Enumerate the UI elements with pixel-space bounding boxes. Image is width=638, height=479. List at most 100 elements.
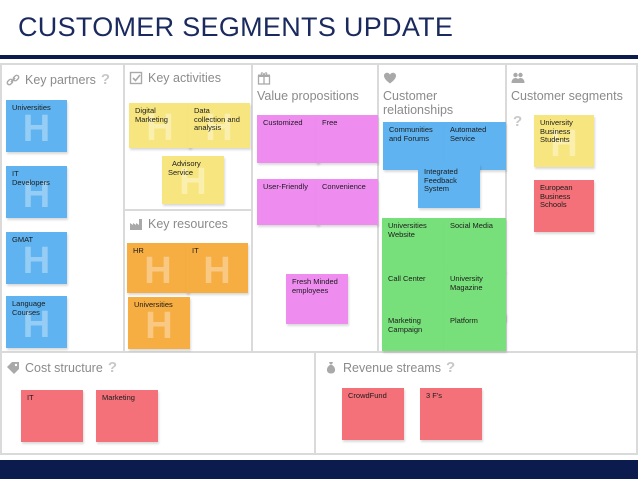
section-header: Customer relationships bbox=[383, 71, 453, 117]
gift-icon bbox=[257, 71, 271, 85]
h-watermark: H bbox=[22, 173, 51, 216]
section-header: Revenue streams ? bbox=[324, 359, 455, 376]
note-text: CrowdFund bbox=[348, 391, 387, 400]
checkbox-icon bbox=[129, 71, 143, 85]
section-label: Key resources bbox=[148, 217, 228, 231]
sticky-note[interactable]: Social Media bbox=[444, 218, 506, 272]
section-label: Value propositions bbox=[257, 89, 359, 103]
help-icon[interactable]: ? bbox=[513, 113, 523, 130]
note-text: GMAT bbox=[12, 235, 34, 244]
note-text: University Business Students bbox=[540, 118, 573, 144]
sticky-note[interactable]: Customized bbox=[257, 115, 319, 163]
people-icon bbox=[511, 71, 525, 85]
note-text: European Business Schools bbox=[540, 183, 573, 209]
section-header: Value propositions bbox=[257, 71, 359, 103]
sticky-note[interactable]: Communities and Forums bbox=[383, 122, 445, 170]
note-text: Digital Marketing bbox=[135, 106, 168, 124]
sticky-note[interactable]: IT H bbox=[186, 243, 248, 293]
tag-icon bbox=[6, 361, 20, 375]
section-label: Revenue streams bbox=[343, 360, 441, 375]
note-text: Marketing bbox=[102, 393, 135, 402]
h-watermark: H bbox=[146, 106, 174, 148]
sticky-note[interactable]: CrowdFund bbox=[342, 388, 404, 440]
note-text: Data collection and analysis bbox=[194, 106, 240, 132]
note-text: Language Courses bbox=[12, 299, 46, 317]
sticky-note[interactable]: 3 F's bbox=[420, 388, 482, 440]
section-header: Key resources bbox=[129, 217, 228, 231]
section-header: Key activities bbox=[129, 71, 221, 85]
note-text: Communities and Forums bbox=[389, 125, 433, 143]
h-watermark: H bbox=[22, 303, 51, 346]
section-label: Key partners bbox=[25, 72, 96, 87]
note-text: 3 F's bbox=[426, 391, 443, 400]
h-watermark: H bbox=[144, 249, 172, 292]
sticky-note[interactable]: Free bbox=[316, 115, 378, 163]
sticky-note[interactable]: Universities Website bbox=[382, 218, 444, 272]
section-label: Cost structure bbox=[25, 360, 103, 375]
title-divider bbox=[0, 55, 638, 59]
footer-bar bbox=[0, 460, 638, 479]
heart-icon bbox=[383, 71, 397, 85]
section-header: Cost structure ? bbox=[6, 359, 117, 376]
h-watermark: H bbox=[203, 249, 231, 292]
note-text: Integrated Feedback System bbox=[424, 167, 458, 193]
note-text: Social Media bbox=[450, 221, 493, 230]
sticky-note[interactable]: University Magazine bbox=[444, 271, 506, 321]
section-label: Customer relationships bbox=[383, 89, 454, 117]
note-text: University Magazine bbox=[450, 274, 483, 292]
money-bag-icon bbox=[324, 361, 338, 375]
sticky-note[interactable]: Convenience bbox=[316, 179, 378, 225]
note-text: IT bbox=[27, 393, 34, 402]
business-model-canvas: Key partners ? Key activities Key resour… bbox=[0, 63, 638, 455]
h-watermark: H bbox=[145, 304, 173, 347]
note-text: IT bbox=[192, 246, 199, 255]
note-text: Advisory Service bbox=[168, 159, 201, 177]
h-watermark: H bbox=[22, 239, 51, 282]
sticky-note[interactable]: Platform bbox=[444, 313, 506, 351]
note-text: Convenience bbox=[322, 182, 366, 191]
sticky-note[interactable]: Automated Service bbox=[444, 122, 506, 170]
sticky-note[interactable]: User-Friendly bbox=[257, 179, 319, 225]
section-label: Customer segments bbox=[511, 89, 623, 103]
sticky-note[interactable]: Fresh Minded employees bbox=[286, 274, 348, 324]
sticky-note[interactable]: Integrated Feedback System bbox=[418, 164, 480, 208]
help-icon[interactable]: ? bbox=[107, 359, 117, 376]
note-text: Universities bbox=[12, 103, 51, 112]
section-header: Customer segments bbox=[511, 71, 623, 103]
note-text: Marketing Campaign bbox=[388, 316, 423, 334]
note-text: IT Developers bbox=[12, 169, 50, 187]
chain-link-icon bbox=[6, 73, 20, 87]
note-text: User-Friendly bbox=[263, 182, 309, 191]
section-header: Key partners ? bbox=[6, 71, 110, 88]
note-text: Universities bbox=[134, 300, 173, 309]
note-text: Platform bbox=[450, 316, 478, 325]
help-icon[interactable]: ? bbox=[100, 71, 111, 88]
note-text: Automated Service bbox=[450, 125, 487, 143]
sticky-note[interactable]: Marketing Campaign bbox=[382, 313, 444, 351]
help-icon[interactable]: ? bbox=[445, 359, 456, 376]
note-text: HR bbox=[133, 246, 144, 255]
sticky-note[interactable]: Call Center bbox=[382, 271, 444, 321]
sticky-note[interactable]: European Business Schools bbox=[534, 180, 594, 232]
note-text: Fresh Minded employees bbox=[292, 277, 338, 295]
note-text: Universities Website bbox=[388, 221, 427, 239]
factory-icon bbox=[129, 217, 143, 231]
sticky-note[interactable]: IT bbox=[21, 390, 83, 442]
note-text: Customized bbox=[263, 118, 303, 127]
sticky-note[interactable]: Marketing bbox=[96, 390, 158, 442]
h-watermark: H bbox=[22, 107, 51, 150]
section-label: Key activities bbox=[148, 71, 221, 85]
note-text: Free bbox=[322, 118, 338, 127]
h-watermark: H bbox=[179, 161, 207, 204]
note-text: Call Center bbox=[388, 274, 426, 283]
